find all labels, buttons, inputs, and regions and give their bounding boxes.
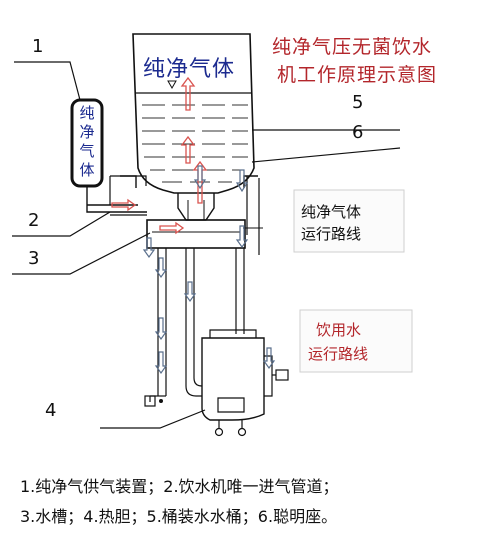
callout-6: 6 [352, 122, 364, 143]
device-label-char-3: 气 [79, 142, 95, 160]
diagram-title-line1: 纯净气压无菌饮水 [272, 36, 433, 58]
legend-water-line1: 饮用水 [316, 321, 362, 339]
diagram-title-line2: 机工作原理示意图 [277, 64, 438, 86]
callout-3: 3 [28, 248, 40, 269]
cold-water-pipes [149, 248, 245, 402]
water-hatching [142, 104, 248, 183]
caption-line2: 3.水槽；4.热胆；5.桶装水水桶；6.聪明座。 [20, 507, 338, 526]
hot-tank [201, 337, 265, 421]
bottle-neck [177, 193, 215, 221]
callout-1: 1 [32, 36, 44, 57]
air-inlet-pipe [86, 186, 147, 213]
device-label-char-2: 净 [79, 123, 95, 141]
legend-air-line2: 运行路线 [301, 225, 362, 243]
callout-4: 4 [45, 400, 57, 421]
callout-5: 5 [352, 92, 364, 113]
reservoir-tank [146, 219, 246, 249]
device-label-char-1: 纯 [79, 104, 95, 122]
callout-leaders [12, 61, 401, 429]
bottle-gas-label: 纯净气体 [143, 57, 236, 82]
device-label-char-4: 体 [79, 161, 95, 179]
legend-air-box [293, 189, 405, 253]
callout-2: 2 [28, 210, 40, 231]
caption-line1: 1.纯净气供气装置；2.饮水机唯一进气管道； [20, 477, 339, 496]
legend-water-line2: 运行路线 [308, 345, 369, 363]
legend-air-line1: 纯净气体 [301, 203, 362, 221]
legend-water-box [299, 309, 413, 373]
